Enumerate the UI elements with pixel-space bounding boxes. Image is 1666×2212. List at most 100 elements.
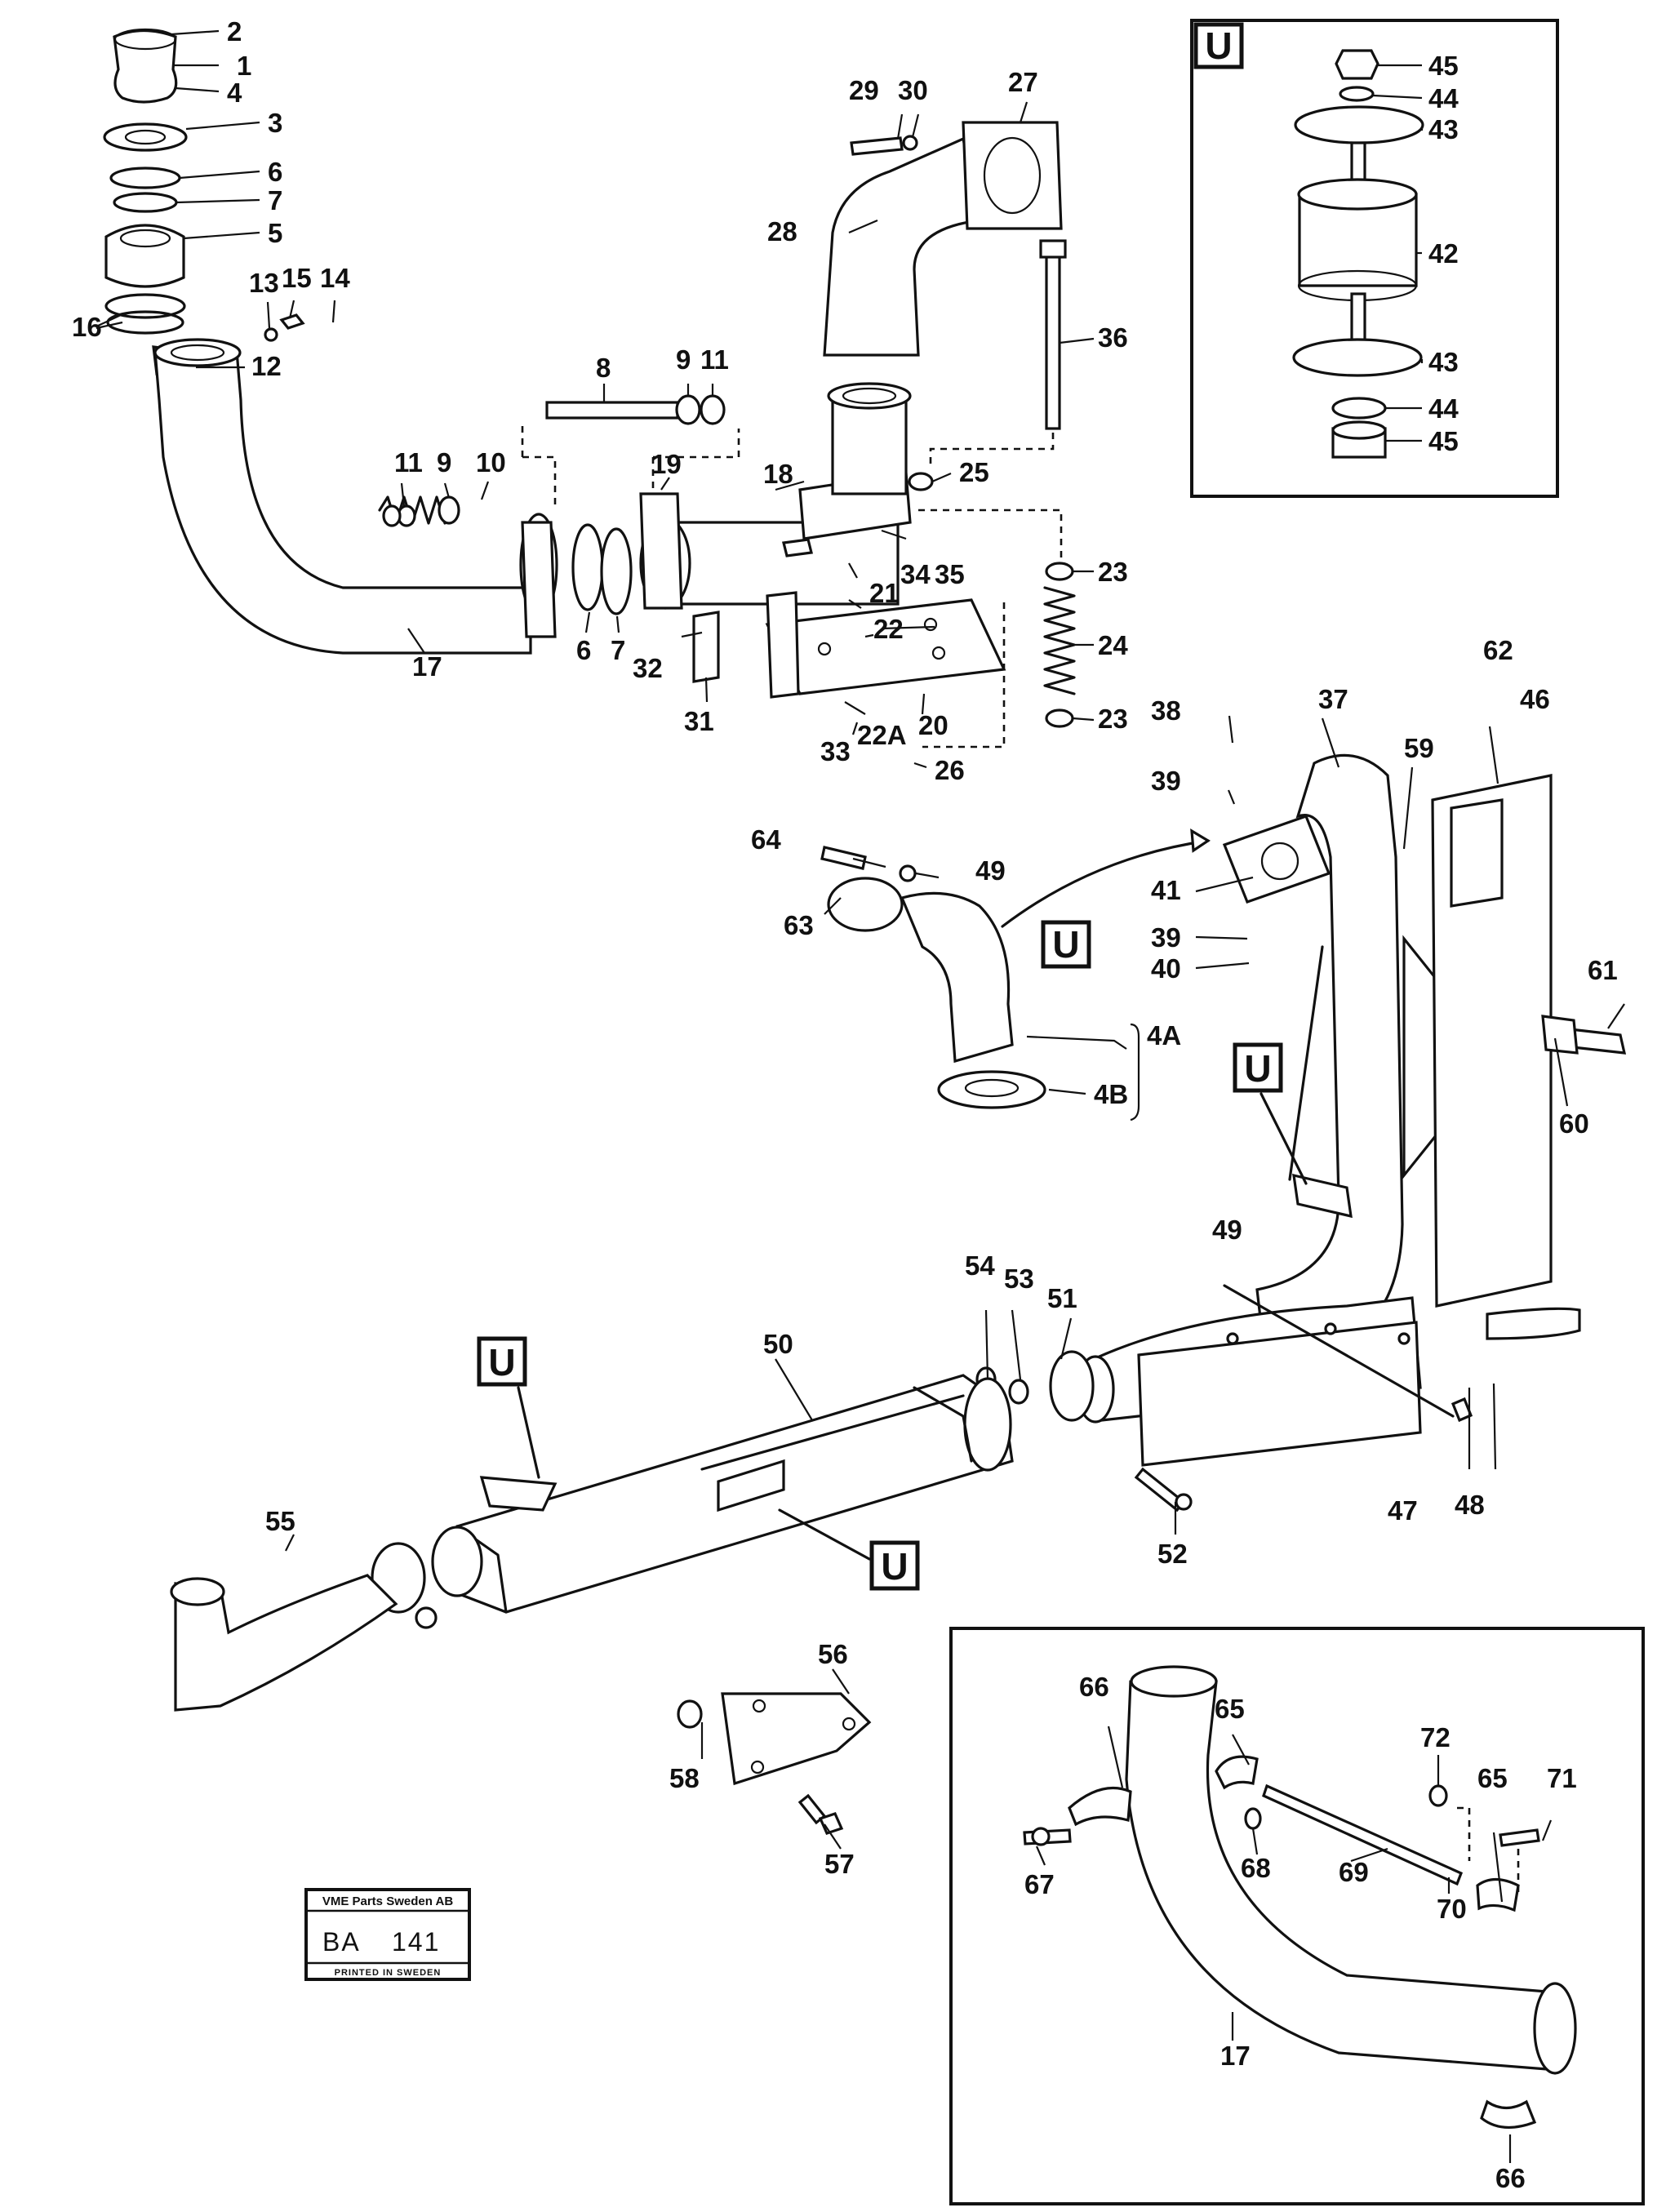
u-marker-label: U <box>1205 24 1232 67</box>
callout-31: 31 <box>684 706 714 736</box>
stamp-code-prefix: BA <box>322 1927 361 1957</box>
callout-16: 16 <box>72 312 102 342</box>
mounting-plate <box>692 591 1006 699</box>
u-marker-label: U <box>488 1341 515 1384</box>
callout-20: 20 <box>918 710 949 740</box>
callout-39: 39 <box>1151 766 1181 796</box>
bracket-4A-4B <box>1130 1023 1140 1122</box>
callout-69: 69 <box>1339 1857 1369 1887</box>
catalog-stamp: VME Parts Sweden AB BA 141 PRINTED IN SW… <box>304 1888 471 1981</box>
callout-18: 18 <box>763 459 793 489</box>
callout-10: 10 <box>476 447 506 477</box>
callout-58: 58 <box>669 1763 700 1793</box>
callout-1: 1 <box>237 51 251 81</box>
callout-70: 70 <box>1437 1894 1467 1924</box>
callout-6-mid: 6 <box>576 635 591 665</box>
callout-14: 14 <box>320 263 350 293</box>
callout-39-lower: 39 <box>1151 922 1181 953</box>
callout-72: 72 <box>1420 1722 1451 1752</box>
callout-53: 53 <box>1004 1264 1034 1294</box>
main-muffler <box>170 1374 1014 1712</box>
u-marker-label: U <box>1244 1047 1271 1090</box>
middle-gaskets <box>571 523 633 615</box>
callout-64: 64 <box>751 824 781 855</box>
callout-15: 15 <box>282 263 312 293</box>
callout-4A: 4A <box>1147 1020 1181 1050</box>
stamp-code-number: 141 <box>392 1927 440 1957</box>
inset-rubber-mount <box>1190 19 1559 498</box>
u-marker-muffler-left: U <box>477 1336 540 1479</box>
callout-13: 13 <box>249 268 279 298</box>
callout-49-lower: 49 <box>1212 1215 1242 1245</box>
callout-67: 67 <box>1024 1869 1055 1899</box>
callout-49: 49 <box>975 855 1006 886</box>
callout-33: 33 <box>820 736 851 766</box>
u-marker-muffler-bottom: U <box>778 1508 920 1591</box>
callout-9-left: 9 <box>437 447 451 477</box>
callout-23-bottom: 23 <box>1098 704 1128 734</box>
callout-47: 47 <box>1388 1495 1418 1526</box>
spring-24 <box>918 509 1076 748</box>
callout-11: 11 <box>700 344 729 375</box>
callout-17-inset: 17 <box>1220 2041 1251 2071</box>
callout-44: 44 <box>1428 83 1459 113</box>
callout-7: 7 <box>268 185 282 215</box>
callout-7-mid: 7 <box>611 635 625 665</box>
elbow-pipe <box>153 338 558 655</box>
callout-57: 57 <box>824 1849 855 1879</box>
callout-36: 36 <box>1098 322 1128 353</box>
callout-68: 68 <box>1241 1853 1271 1883</box>
callout-65-right: 65 <box>1477 1763 1508 1793</box>
callout-56: 56 <box>818 1639 848 1669</box>
callout-3: 3 <box>268 108 282 138</box>
callout-61: 61 <box>1588 955 1618 985</box>
exhaust-stack <box>1222 753 1627 1361</box>
callout-8: 8 <box>596 353 611 383</box>
u-marker-pipe-bend: U <box>1041 920 1091 969</box>
callout-38: 38 <box>1151 695 1181 726</box>
u-marker-inset-top: U <box>1193 22 1244 69</box>
callout-71: 71 <box>1547 1763 1577 1793</box>
callout-66: 66 <box>1079 1672 1109 1702</box>
bracket-56 <box>677 1692 872 1835</box>
callout-32: 32 <box>633 653 663 683</box>
callout-44-bottom: 44 <box>1428 393 1459 424</box>
callout-63: 63 <box>784 910 814 940</box>
silencer-body <box>639 382 912 610</box>
part-callouts: 2 1 4 3 6 7 5 13 15 14 16 12 17 6 7 8 9 … <box>72 16 1618 2193</box>
callout-45: 45 <box>1428 51 1459 81</box>
callout-51: 51 <box>1047 1283 1077 1313</box>
callout-46: 46 <box>1520 684 1550 714</box>
callout-50: 50 <box>763 1329 793 1359</box>
callout-2: 2 <box>227 16 242 47</box>
callout-27: 27 <box>1008 67 1038 97</box>
callout-45-bottom: 45 <box>1428 426 1459 456</box>
callout-29: 29 <box>849 75 879 105</box>
callout-37: 37 <box>1318 684 1348 714</box>
callout-60: 60 <box>1559 1108 1589 1139</box>
callout-17: 17 <box>412 651 442 682</box>
callout-41: 41 <box>1151 875 1181 905</box>
callout-6: 6 <box>268 157 282 187</box>
connector-pipe-63 <box>820 828 1211 1109</box>
callout-62: 62 <box>1483 635 1513 665</box>
tailpipe-shield <box>975 1284 1473 1512</box>
callout-59: 59 <box>1404 733 1434 763</box>
callout-22A: 22A <box>857 720 907 750</box>
callout-23: 23 <box>1098 557 1128 587</box>
callout-21: 21 <box>869 578 900 608</box>
callout-4: 4 <box>227 78 242 108</box>
stamp-company: VME Parts Sweden AB <box>322 1894 453 1908</box>
u-marker-label: U <box>1052 923 1079 966</box>
callout-24: 24 <box>1098 630 1128 660</box>
callout-5: 5 <box>268 218 282 248</box>
upper-elbow <box>823 121 1067 491</box>
callout-9: 9 <box>676 344 691 375</box>
callout-66-bottom: 66 <box>1495 2163 1526 2193</box>
callout-28: 28 <box>767 216 797 247</box>
callout-19: 19 <box>651 449 682 479</box>
inset-alt-elbow <box>949 1627 1645 2205</box>
callout-34: 34 <box>900 559 931 589</box>
callout-48: 48 <box>1455 1490 1485 1520</box>
